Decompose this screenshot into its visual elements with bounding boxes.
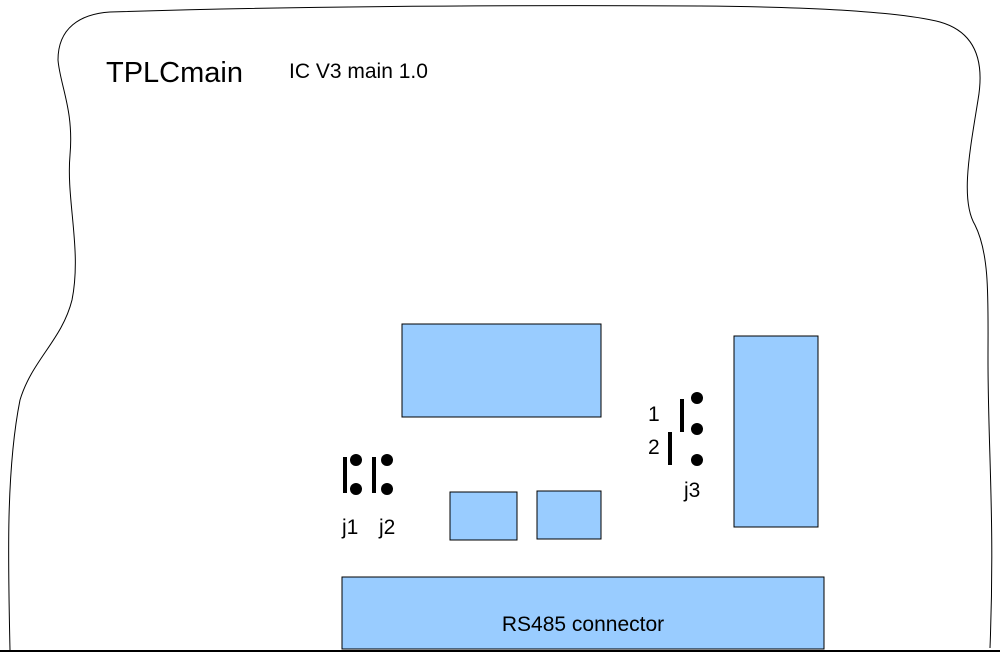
ic-chip-small-right: [536, 490, 602, 540]
jumper-j2-pin-2: [381, 483, 393, 495]
rs485-connector: [341, 576, 825, 650]
ic-chip-small-left: [449, 491, 518, 541]
rs485-connector-label: RS485 connector: [502, 613, 664, 636]
board-name: TPLCmain: [106, 57, 243, 89]
jumper-j3: [668, 392, 703, 466]
jumper-j2-label: j2: [378, 516, 395, 539]
jumper-j3-label: j3: [683, 479, 700, 502]
board-outline: [8, 5, 993, 651]
jumper-j3-pin-3: [691, 454, 703, 466]
ic-chip-large: [401, 323, 602, 418]
jumper-j1-label: j1: [341, 516, 358, 539]
jumper-j1-pin-2: [350, 483, 362, 495]
jumper-j3-position-2: 2: [648, 436, 660, 459]
jumper-j2: [372, 454, 393, 495]
board-version: IC V3 main 1.0: [289, 60, 428, 83]
jumper-j3-pin-1: [691, 392, 703, 404]
jumper-j1: [343, 454, 362, 495]
jumper-j3-position-1: 1: [648, 403, 660, 426]
jumper-j2-pin-1: [381, 454, 393, 466]
ic-chip-tall: [733, 335, 819, 528]
jumper-j3-pin-2: [691, 423, 703, 435]
jumper-j1-pin-1: [350, 454, 362, 466]
